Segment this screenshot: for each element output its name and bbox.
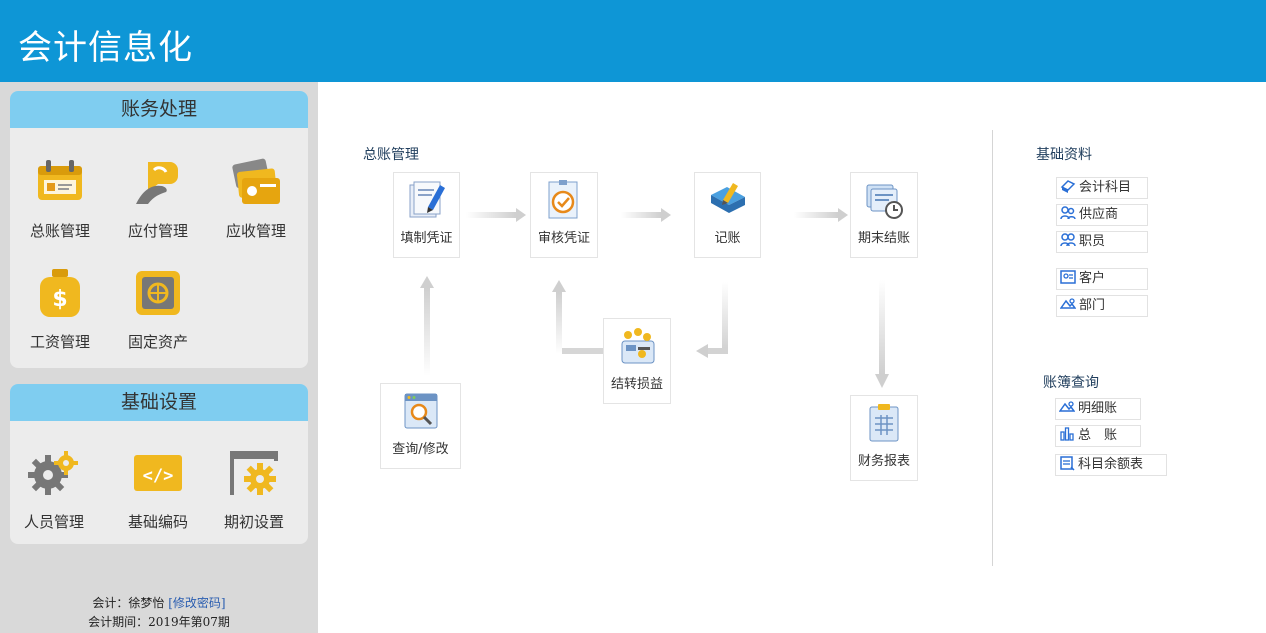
period-value: 2019年第07期 <box>148 615 230 629</box>
main-content: 总账管理 <box>318 82 1266 633</box>
flow-query-modify-label: 查询/修改 <box>392 442 449 457</box>
carry-forward-icon <box>621 328 655 364</box>
nav-basic-codes-label: 基础编码 <box>127 513 188 531</box>
link-suppliers-label: 供应商 <box>1079 207 1119 222</box>
arrow-audit-to-post <box>621 208 671 222</box>
svg-text:</>: </> <box>143 466 174 486</box>
flow-fill-voucher[interactable]: 填制凭证 <box>393 172 460 258</box>
ledger-calendar-icon <box>38 160 82 200</box>
arrow-post-to-close <box>794 208 848 222</box>
link-general-ledger-label: 总 账 <box>1078 428 1118 443</box>
nav-salary[interactable]: $ 工资管理 <box>12 265 108 352</box>
vertical-divider <box>992 130 993 566</box>
link-departments-label: 部门 <box>1079 298 1106 313</box>
nav-basic-codes[interactable]: </> 基础编码 <box>110 445 206 532</box>
link-subject-balance-label: 科目余额表 <box>1078 457 1144 472</box>
sidebar: 账务处理 总账管理 <box>0 82 318 633</box>
financial-report-icon <box>869 404 899 442</box>
nav-staff-label: 人员管理 <box>23 513 84 531</box>
app-header: 会计信息化 <box>0 0 1266 82</box>
nav-fixed-assets-label: 固定资产 <box>127 333 188 351</box>
svg-text:$: $ <box>52 287 67 312</box>
nav-receivables[interactable]: 应收管理 <box>208 154 304 241</box>
link-employees-label: 职员 <box>1079 234 1106 249</box>
nav-fixed-assets[interactable]: 固定资产 <box>110 265 206 352</box>
link-detail-ledger-label: 明细账 <box>1078 401 1118 416</box>
receivable-cards-icon <box>232 158 280 204</box>
employee-icon <box>1060 233 1076 247</box>
nav-payables-label: 应付管理 <box>127 222 188 240</box>
link-detail-ledger[interactable]: 明细账 <box>1055 398 1141 420</box>
app-title: 会计信息化 <box>18 28 193 68</box>
general-ledger-chart-icon <box>1060 427 1074 441</box>
period-line: 会计期间：2019年第07期 <box>0 613 318 632</box>
accountant-line: 会计：徐梦怡 [修改密码] <box>0 594 318 613</box>
link-account-subjects[interactable]: 会计科目 <box>1056 177 1148 199</box>
arrow-post-to-carryforward <box>696 282 728 358</box>
payable-hand-icon <box>136 162 178 204</box>
flow-post[interactable]: 记账 <box>694 172 761 258</box>
ledger-query-title: 账簿查询 <box>1043 375 1099 391</box>
nav-opening-settings-label: 期初设置 <box>223 513 284 531</box>
basic-data-title: 基础资料 <box>1036 147 1092 163</box>
flow-carry-forward[interactable]: 结转损益 <box>603 318 671 404</box>
nav-receivables-label: 应收管理 <box>225 222 286 240</box>
fixed-asset-safe-icon <box>136 271 180 315</box>
link-account-subjects-label: 会计科目 <box>1079 180 1132 195</box>
audit-voucher-icon <box>548 180 578 219</box>
accountant-name: 徐梦怡 <box>128 596 165 610</box>
period-label: 会计期间： <box>88 615 149 629</box>
link-employees[interactable]: 职员 <box>1056 231 1148 253</box>
flow-arrows <box>420 208 889 388</box>
flow-financial-report[interactable]: 财务报表 <box>850 395 918 481</box>
flow-fill-voucher-label: 填制凭证 <box>400 231 453 246</box>
link-customers-label: 客户 <box>1079 271 1106 286</box>
code-brackets-icon: </> <box>134 455 182 491</box>
panel-basic-settings-title: 基础设置 <box>10 384 308 421</box>
query-modify-icon <box>404 393 437 429</box>
nav-salary-label: 工资管理 <box>29 333 90 351</box>
gears-icon <box>28 451 78 495</box>
customer-card-icon <box>1060 270 1076 284</box>
subject-balance-icon <box>1060 456 1075 471</box>
nav-general-ledger-label: 总账管理 <box>29 222 90 240</box>
flow-audit-voucher[interactable]: 审核凭证 <box>530 172 598 258</box>
accountant-label: 会计： <box>92 596 129 610</box>
panel-accounting: 账务处理 总账管理 <box>10 91 308 368</box>
period-close-icon <box>866 184 903 219</box>
flow-carry-forward-label: 结转损益 <box>610 377 663 392</box>
salary-moneybag-icon: $ <box>40 269 80 317</box>
supplier-icon <box>1060 206 1076 220</box>
nav-staff[interactable]: 人员管理 <box>10 445 102 532</box>
arrow-fill-to-audit <box>466 208 526 222</box>
link-suppliers[interactable]: 供应商 <box>1056 204 1148 226</box>
link-general-ledger[interactable]: 总 账 <box>1055 425 1141 447</box>
window-gear-icon <box>230 451 278 495</box>
arrow-query-to-fill <box>420 276 434 376</box>
flow-period-close[interactable]: 期末结账 <box>850 172 918 258</box>
flow-post-label: 记账 <box>714 231 741 246</box>
nav-opening-settings[interactable]: 期初设置 <box>206 445 302 532</box>
flow-query-modify[interactable]: 查询/修改 <box>380 383 461 469</box>
nav-payables[interactable]: 应付管理 <box>110 154 206 241</box>
change-password-link[interactable]: [修改密码] <box>168 596 226 610</box>
fill-voucher-icon <box>409 181 445 218</box>
nav-general-ledger[interactable]: 总账管理 <box>12 154 108 241</box>
flow-audit-voucher-label: 审核凭证 <box>537 231 590 246</box>
link-departments[interactable]: 部门 <box>1056 295 1148 317</box>
panel-accounting-title: 账务处理 <box>10 91 308 128</box>
department-icon <box>1059 298 1077 309</box>
arrow-carryforward-to-audit <box>552 280 604 354</box>
user-info: 会计：徐梦怡 [修改密码] 会计期间：2019年第07期 <box>0 594 318 632</box>
flow-period-close-label: 期末结账 <box>857 231 910 246</box>
link-subject-balance[interactable]: 科目余额表 <box>1055 454 1167 476</box>
panel-basic-settings: 基础设置 <box>10 384 308 544</box>
detail-ledger-icon <box>1058 401 1076 412</box>
arrow-close-to-report <box>875 280 889 388</box>
flow-financial-report-label: 财务报表 <box>857 454 910 469</box>
account-subject-icon <box>1060 180 1076 193</box>
link-customers[interactable]: 客户 <box>1056 268 1148 290</box>
ledger-section-title: 总账管理 <box>363 147 419 163</box>
post-ledger-icon <box>710 183 745 213</box>
